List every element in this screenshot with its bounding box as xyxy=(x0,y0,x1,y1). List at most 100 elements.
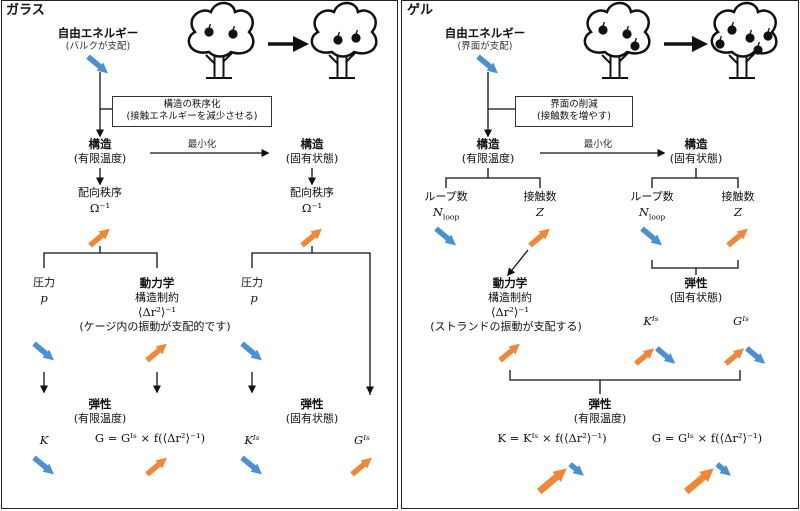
glass-elasticity-inherent-sub: (固有状態) xyxy=(285,412,339,425)
glass-dr2-arrow-orange-arrow-icon xyxy=(145,343,167,363)
gel-box-line2: (接触数を増やす) xyxy=(537,111,611,123)
glass-structure-inherent-sub: (固有状態) xyxy=(285,152,339,165)
gel-structure-finite: 構造 xyxy=(476,137,500,151)
gel-Z-right: Z xyxy=(734,205,742,219)
glass-omega-left: Ω⁻¹ xyxy=(89,201,111,215)
gel-contacts-left: 接触数 xyxy=(523,190,557,203)
gel-loops-right: ループ数 xyxy=(630,190,674,203)
glass-structure-finite-sub: (有限温度) xyxy=(73,152,127,165)
glass-free-energy: 自由エネルギー xyxy=(57,26,139,40)
gel-contacts-right: 接触数 xyxy=(721,190,755,203)
glass-tree-left xyxy=(187,1,255,80)
gel-K-down-arrow-blue-arrow-icon xyxy=(568,462,584,476)
glass-dr2: ⟨Δr²⟩⁻¹ xyxy=(137,305,177,319)
gel-free-energy-arrow-blue-arrow-icon xyxy=(476,54,498,74)
gel-nloop-right-N: N xyxy=(638,205,649,219)
gel-KIS-down-arrow-blue-arrow-icon xyxy=(655,346,676,364)
gel-nloop-right-sub: loop xyxy=(648,212,666,222)
glass-G-formula: G = Gᴵˢ × f(⟨Δr²⟩⁻¹) xyxy=(94,431,206,445)
glass-free-energy-note: (バルクが支配) xyxy=(65,41,131,52)
gel-dr2: ⟨Δr²⟩⁻¹ xyxy=(490,305,530,319)
gel-Z-arrow-left-orange-arrow-icon xyxy=(528,228,550,248)
colored-arrows xyxy=(32,54,766,495)
glass-orient-order-left: 配向秩序 xyxy=(78,186,122,199)
glass-p-right: p xyxy=(250,291,258,305)
glass-elasticity-finite: 弾性 xyxy=(88,397,112,411)
gel-Z-left: Z xyxy=(536,205,544,219)
gel-minimize-label: 最小化 xyxy=(583,139,613,150)
glass-omega-right: Ω⁻¹ xyxy=(301,201,323,215)
glass-tree-right xyxy=(310,1,378,80)
glass-constraint: 構造制約 xyxy=(135,291,179,304)
glass-KIS-arrow-blue-arrow-icon xyxy=(240,455,262,475)
glass-K: K xyxy=(39,433,49,447)
glass-omega-arrow-right-orange-arrow-icon xyxy=(300,228,322,248)
gel-box-line1: 界面の削減 xyxy=(550,99,598,110)
glass-elasticity-inherent: 弾性 xyxy=(300,397,324,411)
glass-free-energy-arrow-blue-arrow-icon xyxy=(86,54,108,74)
glass-p-arrow-right-blue-arrow-icon xyxy=(240,341,262,361)
gel-G-IS: Gᴵˢ xyxy=(733,314,749,328)
glass-pressure-right: 圧力 xyxy=(241,276,263,289)
gel-G-down-arrow-blue-arrow-icon xyxy=(715,462,731,476)
gel-structure-inherent: 構造 xyxy=(684,137,708,151)
gel-nloop-left-sub: loop xyxy=(442,212,460,222)
gel-tree-left xyxy=(583,1,651,80)
gel-elasticity-inherent: 弾性 xyxy=(684,276,708,290)
glass-box-line2: (接触エネルギーを減少させる) xyxy=(126,111,258,123)
gel-connectors xyxy=(445,72,741,394)
gel-dynamics: 動力学 xyxy=(492,276,528,290)
gel-Z-arrow-right-orange-arrow-icon xyxy=(726,228,748,248)
gel-free-energy-note: (界面が支配) xyxy=(457,41,513,52)
gel-panel xyxy=(401,0,799,509)
glass-orient-order-right: 配向秩序 xyxy=(290,186,334,199)
gel-constraint: 構造制約 xyxy=(488,291,532,304)
gel-elasticity-inherent-sub: (固有状態) xyxy=(669,291,723,304)
gel-nloop-right: Nloop xyxy=(638,205,666,222)
glass-minimize-label: 最小化 xyxy=(187,139,217,150)
gel-GIS-up-arrow-orange-arrow-icon xyxy=(724,348,745,366)
gel-elasticity-finite: 弾性 xyxy=(588,397,612,411)
glass-p-left: p xyxy=(40,291,48,305)
gel-mechanism-box: 界面の削減 (接触数を増やす) xyxy=(515,96,633,127)
glass-mechanism-box: 構造の秩序化 (接触エネルギーを減少させる) xyxy=(112,96,272,127)
gel-title: ゲル xyxy=(407,3,434,18)
gel-K-IS: Kᴵˢ xyxy=(643,314,659,328)
gel-K-up-arrow-orange-arrow-icon xyxy=(536,468,567,495)
glass-box-line1: 構造の秩序化 xyxy=(163,99,221,110)
gel-free-energy: 自由エネルギー xyxy=(444,26,526,40)
gel-tree-right xyxy=(710,1,778,80)
glass-omega-arrow-left-orange-arrow-icon xyxy=(88,228,110,248)
gel-strand-note: (ストランドの振動が支配する) xyxy=(430,320,582,333)
gel-nloop-left: Nloop xyxy=(432,205,460,222)
gel-nloop-arrow-left-blue-arrow-icon xyxy=(434,226,456,246)
gel-structure-finite-sub: (有限温度) xyxy=(461,152,515,165)
glass-GIS-arrow-orange-arrow-icon xyxy=(350,457,372,477)
glass-K-IS: Kᴵˢ xyxy=(244,433,260,447)
glass-panel xyxy=(1,0,398,509)
glass-title: ガラス xyxy=(6,3,45,18)
glass-K-arrow-blue-arrow-icon xyxy=(32,455,54,475)
gel-G-up-arrow-orange-arrow-icon xyxy=(683,468,714,495)
gel-loops-left: ループ数 xyxy=(424,190,468,203)
glass-pressure-left: 圧力 xyxy=(33,276,55,289)
glass-structure-finite: 構造 xyxy=(88,137,112,151)
glass-cage-note: (ケージ内の振動が支配的です) xyxy=(79,320,231,333)
glass-G-IS: Gᴵˢ xyxy=(354,433,370,447)
glass-G-arrow-orange-arrow-icon xyxy=(145,457,167,477)
gel-elasticity-finite-sub: (有限温度) xyxy=(573,412,627,425)
gel-structure-inherent-sub: (固有状態) xyxy=(669,152,723,165)
glass-p-arrow-left-blue-arrow-icon xyxy=(32,341,54,361)
gel-nloop-left-N: N xyxy=(432,205,443,219)
gel-KIS-up-arrow-orange-arrow-icon xyxy=(634,348,655,366)
glass-connectors xyxy=(40,72,374,395)
gel-nloop-arrow-right-blue-arrow-icon xyxy=(640,226,662,246)
gel-GIS-down-arrow-blue-arrow-icon xyxy=(745,346,766,364)
glass-dynamics: 動力学 xyxy=(139,276,175,290)
glass-structure-inherent: 構造 xyxy=(300,137,324,151)
gel-G-formula: G = Gᴵˢ × f(⟨Δr²⟩⁻¹) xyxy=(651,431,763,445)
gel-dr2-arrow-orange-arrow-icon xyxy=(498,343,520,363)
glass-elasticity-finite-sub: (有限温度) xyxy=(73,412,127,425)
gel-K-formula: K = Kᴵˢ × f(⟨Δr²⟩⁻¹) xyxy=(497,431,607,445)
